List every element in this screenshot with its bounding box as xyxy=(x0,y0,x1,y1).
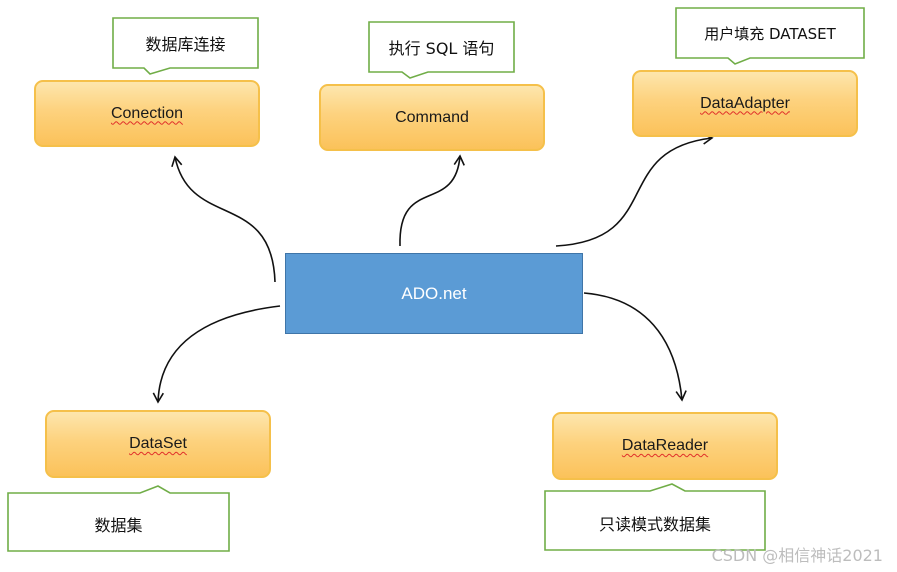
node-data-adapter-label: DataAdapter xyxy=(700,94,790,112)
node-ado-net: ADO.net xyxy=(285,253,583,334)
node-command-label: Command xyxy=(395,108,469,126)
node-connection-label: Conection xyxy=(110,104,184,122)
callout-data-adapter: 用户填充 DATASET xyxy=(704,24,836,43)
arrow-to-connection xyxy=(171,155,276,283)
callout-dataset: 数据集 xyxy=(94,516,143,535)
arrow-to-data-adapter xyxy=(555,133,714,247)
callout-data-reader: 只读模式数据集 xyxy=(598,514,711,534)
node-command: Command xyxy=(319,84,545,151)
node-dataset-label: DataSet xyxy=(129,435,187,452)
callout-shape-dataset xyxy=(7,485,230,552)
callout-command: 执行 SQL 语句 xyxy=(388,39,495,58)
callout-shape-data-adapter xyxy=(675,7,865,65)
arrow-to-command xyxy=(399,154,465,247)
node-connection: Conection xyxy=(34,80,260,147)
arrow-to-data-reader xyxy=(583,292,687,402)
watermark: CSDN @相信神话2021 xyxy=(711,546,883,565)
node-data-reader-label: DataReader xyxy=(621,437,709,454)
node-data-adapter: DataAdapter xyxy=(632,70,858,137)
node-dataset: DataSet xyxy=(45,410,271,478)
node-data-reader: DataReader xyxy=(552,412,778,480)
callout-shape-data-reader xyxy=(544,483,766,551)
node-ado-net-label: ADO.net xyxy=(401,283,467,303)
arrow-to-dataset xyxy=(152,305,281,404)
callout-connection: 数据库连接 xyxy=(145,35,226,54)
callout-shape-command xyxy=(368,21,515,79)
callout-shape-connection xyxy=(112,17,259,75)
